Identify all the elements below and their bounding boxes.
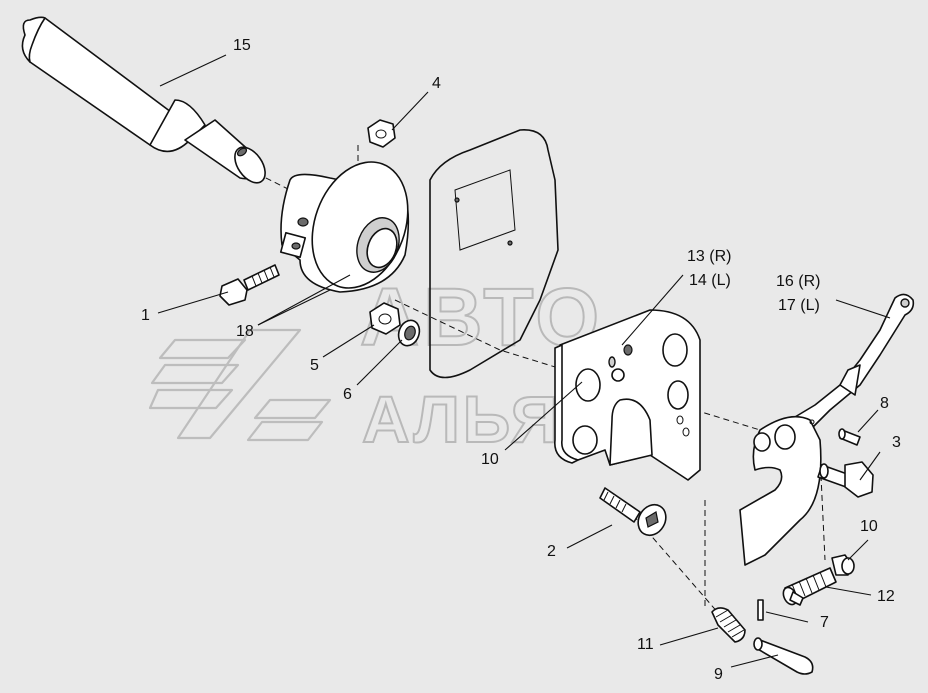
part-8-pin xyxy=(838,428,861,446)
callout-9: 9 xyxy=(714,666,723,683)
part-10-cap xyxy=(831,554,855,576)
watermark-emblem xyxy=(148,328,332,442)
callout-17-l: 17 (L) xyxy=(778,297,820,314)
callout-18: 18 xyxy=(236,323,254,340)
callout-6: 6 xyxy=(343,386,352,403)
callout-13-r: 13 (R) xyxy=(687,248,731,265)
callout-1: 1 xyxy=(141,307,150,324)
part-16-17-lever xyxy=(739,293,915,566)
callout-15: 15 xyxy=(233,37,251,54)
part-1-bolt xyxy=(219,264,280,306)
mounting-plate xyxy=(429,129,559,379)
part-5-nut xyxy=(369,302,401,335)
callout-labels: 1 2 3 4 5 6 7 8 9 10 10 11 12 13 (R) 14 … xyxy=(141,37,901,683)
part-4-nut xyxy=(367,119,396,148)
callout-4: 4 xyxy=(432,75,441,92)
callout-2: 2 xyxy=(547,543,556,560)
callout-8: 8 xyxy=(880,395,889,412)
leader-lines xyxy=(157,54,891,668)
part-18-flange-bracket xyxy=(279,161,410,293)
part-3-bolt xyxy=(817,461,874,498)
part-12-spring xyxy=(782,567,837,606)
callout-14-l: 14 (L) xyxy=(689,272,731,289)
callout-16-r: 16 (R) xyxy=(776,273,820,290)
part-6-washer xyxy=(397,319,421,347)
callout-7: 7 xyxy=(820,614,829,631)
part-9-handle-pin xyxy=(753,637,814,675)
part-11-spring xyxy=(711,607,746,643)
callout-12: 12 xyxy=(877,588,895,605)
callout-3: 3 xyxy=(892,434,901,451)
part-7-pin xyxy=(757,599,764,621)
callout-10-cap: 10 xyxy=(860,518,878,535)
part-13-14-plate xyxy=(554,309,701,481)
callout-10-plate: 10 xyxy=(481,451,499,468)
callout-11: 11 xyxy=(637,636,654,653)
part-15-handle-grip xyxy=(21,16,266,184)
part-2-screw xyxy=(599,487,667,537)
callout-5: 5 xyxy=(310,357,319,374)
